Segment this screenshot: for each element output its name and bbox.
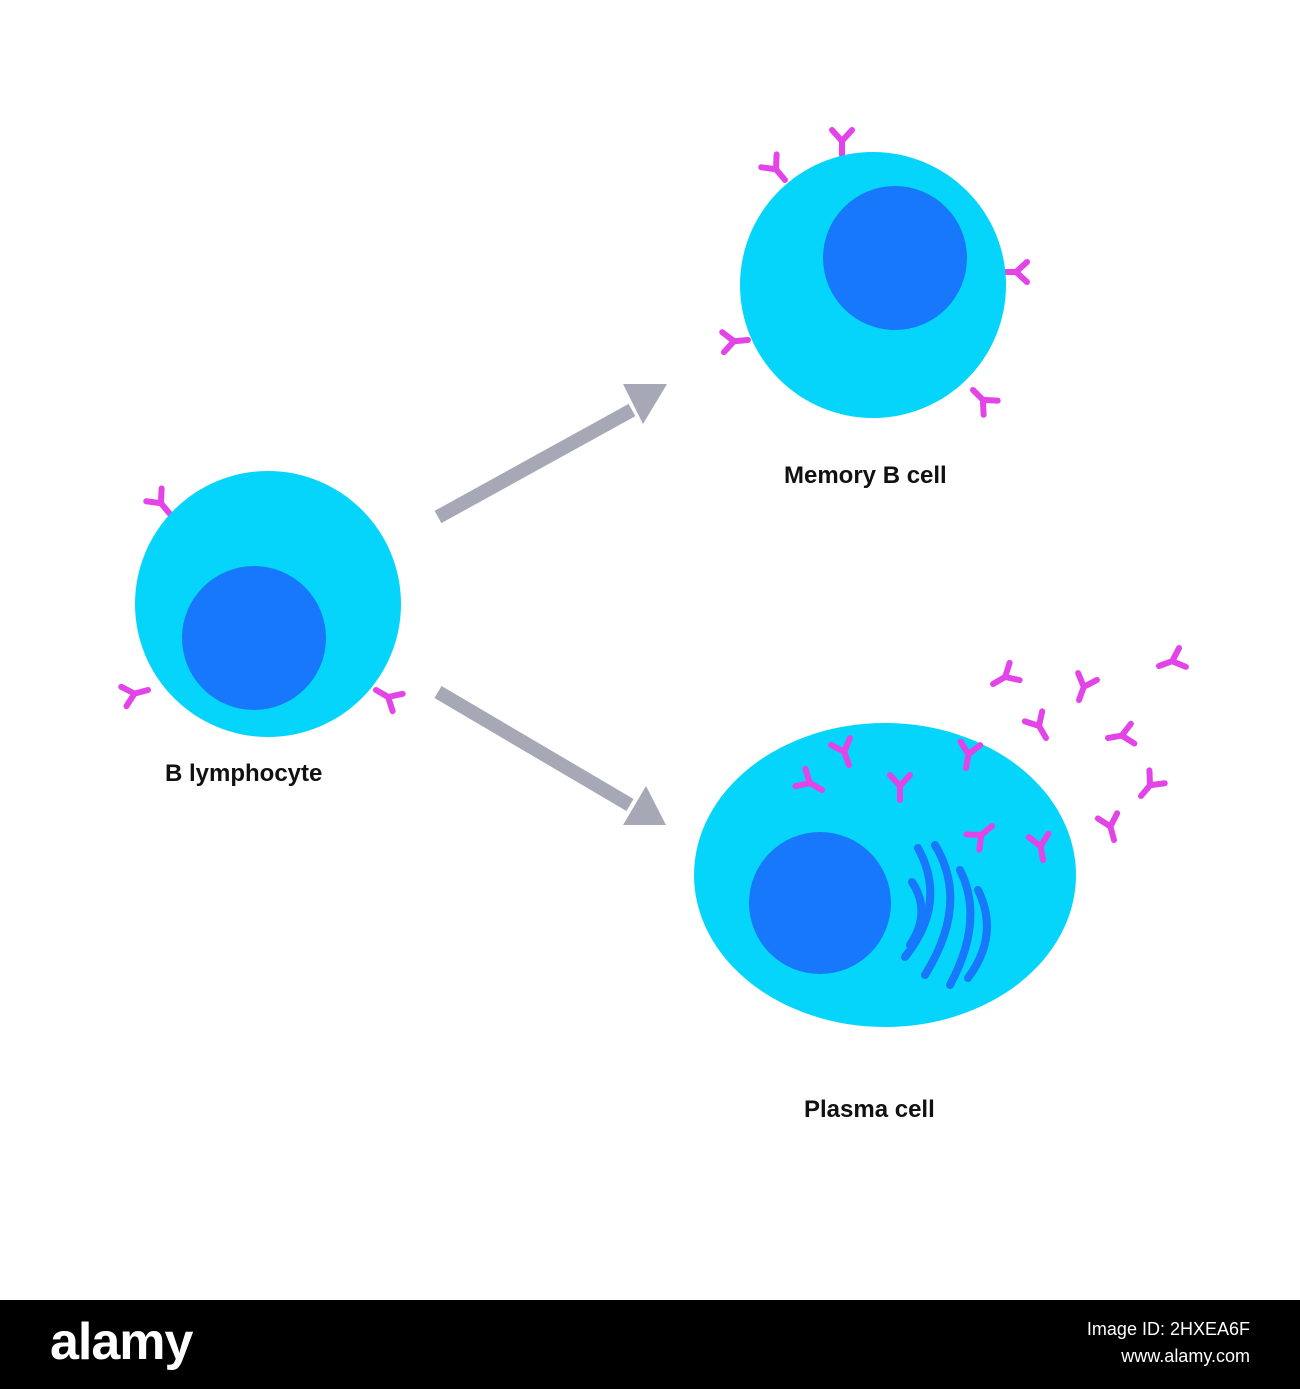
footer-meta: Image ID: 2HXEA6F www.alamy.com: [1087, 1316, 1250, 1370]
plasma-cell: [694, 648, 1186, 1027]
b-lymphocyte-label: B lymphocyte: [165, 760, 323, 787]
footer-logo: alamy: [50, 1313, 193, 1371]
b-lymphocyte-cell: [121, 471, 402, 737]
image-id-text: Image ID: 2HXEA6F: [1086, 1319, 1250, 1339]
memory-b-cell-label: Memory B cell: [784, 462, 947, 489]
site-url-text: www.alamy.com: [1121, 1346, 1250, 1366]
arrow-to-plasma-cell: [434, 685, 666, 825]
b-lymphocyte-nucleus: [182, 566, 326, 710]
memory-b-cell: [722, 130, 1027, 418]
golgi-apparatus: [901, 841, 991, 989]
plasma-cell-nucleus: [749, 832, 891, 974]
memory-b-cell-nucleus: [823, 186, 967, 330]
b-cell-differentiation-diagram: [0, 0, 1300, 1027]
arrow-to-memory-b-cell: [434, 384, 667, 524]
plasma-cell-label: Plasma cell: [804, 1096, 935, 1123]
watermark-footer: alamy Image ID: 2HXEA6F www.alamy.com: [0, 1300, 1300, 1389]
